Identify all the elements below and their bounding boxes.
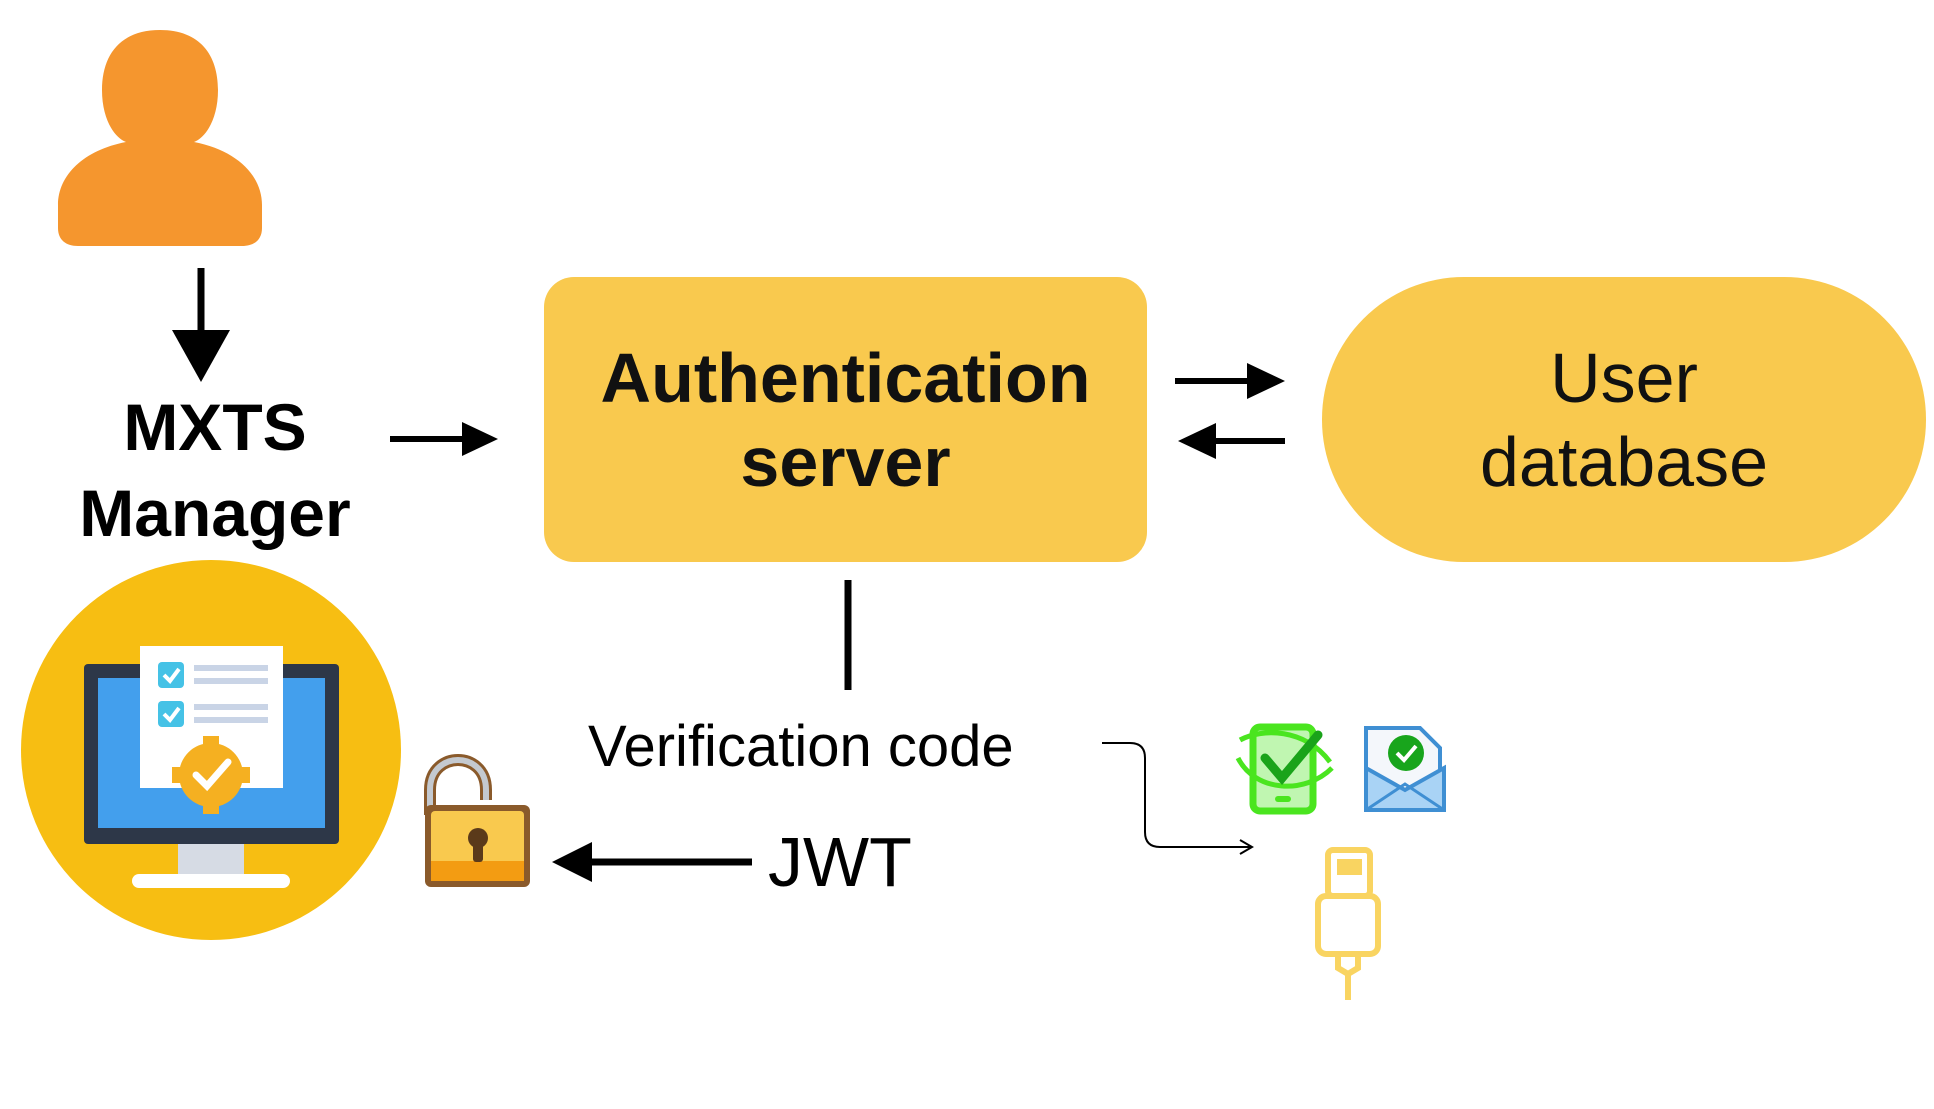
- arrow-database-to-auth: [1178, 423, 1285, 459]
- actor-label-line2: Manager: [79, 476, 351, 550]
- usb-key-icon: [1315, 847, 1381, 1000]
- padlock-open-icon: [424, 753, 530, 887]
- phone-check-icon: [1235, 723, 1334, 815]
- verification-code-label: Verification code: [588, 714, 1014, 779]
- arrow-manager-to-auth: [390, 422, 498, 456]
- auth-server-label-line1: Authentication: [600, 338, 1091, 417]
- auth-server-label-line2: server: [740, 422, 951, 501]
- connector-verification-to-devices: [1102, 742, 1254, 855]
- actor-label: MXTS Manager: [40, 384, 390, 556]
- arrow-jwt-to-padlock: [552, 842, 752, 882]
- arrow-user-to-manager: [172, 268, 230, 382]
- user-database-label-line2: database: [1479, 422, 1769, 501]
- computer-checklist-icon: [21, 560, 401, 940]
- user-icon: [58, 30, 262, 246]
- arrow-auth-to-database: [1175, 363, 1285, 399]
- actor-label-line1: MXTS: [123, 390, 307, 464]
- auth-server-node: Authentication server: [544, 277, 1147, 562]
- user-database-node: User database: [1322, 277, 1926, 562]
- jwt-label: JWT: [768, 823, 912, 901]
- mail-check-icon: [1364, 726, 1446, 812]
- user-database-label-line1: User: [1550, 338, 1698, 417]
